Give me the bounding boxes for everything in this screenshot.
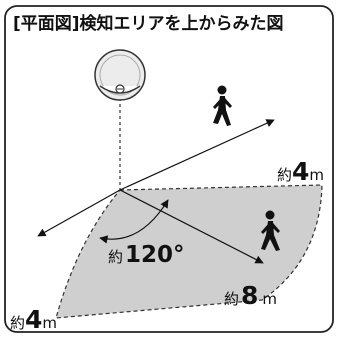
detection-area (55, 184, 323, 319)
arrow-lower-left (37, 189, 121, 237)
label-bottom-left: 約4m (10, 305, 57, 334)
walking-person-icon (261, 210, 280, 251)
walking-person-icon (213, 85, 232, 126)
motion-sensor-icon (94, 49, 146, 101)
angle-arc-arrow (99, 199, 169, 244)
diagram-title: [平面図]検知エリアを上からみた図 (13, 13, 284, 34)
frame-border (4, 5, 334, 333)
label-top-right: 約4m (277, 157, 324, 186)
arrow-upper-right (119, 119, 275, 191)
label-angle: 約120° (108, 242, 185, 268)
